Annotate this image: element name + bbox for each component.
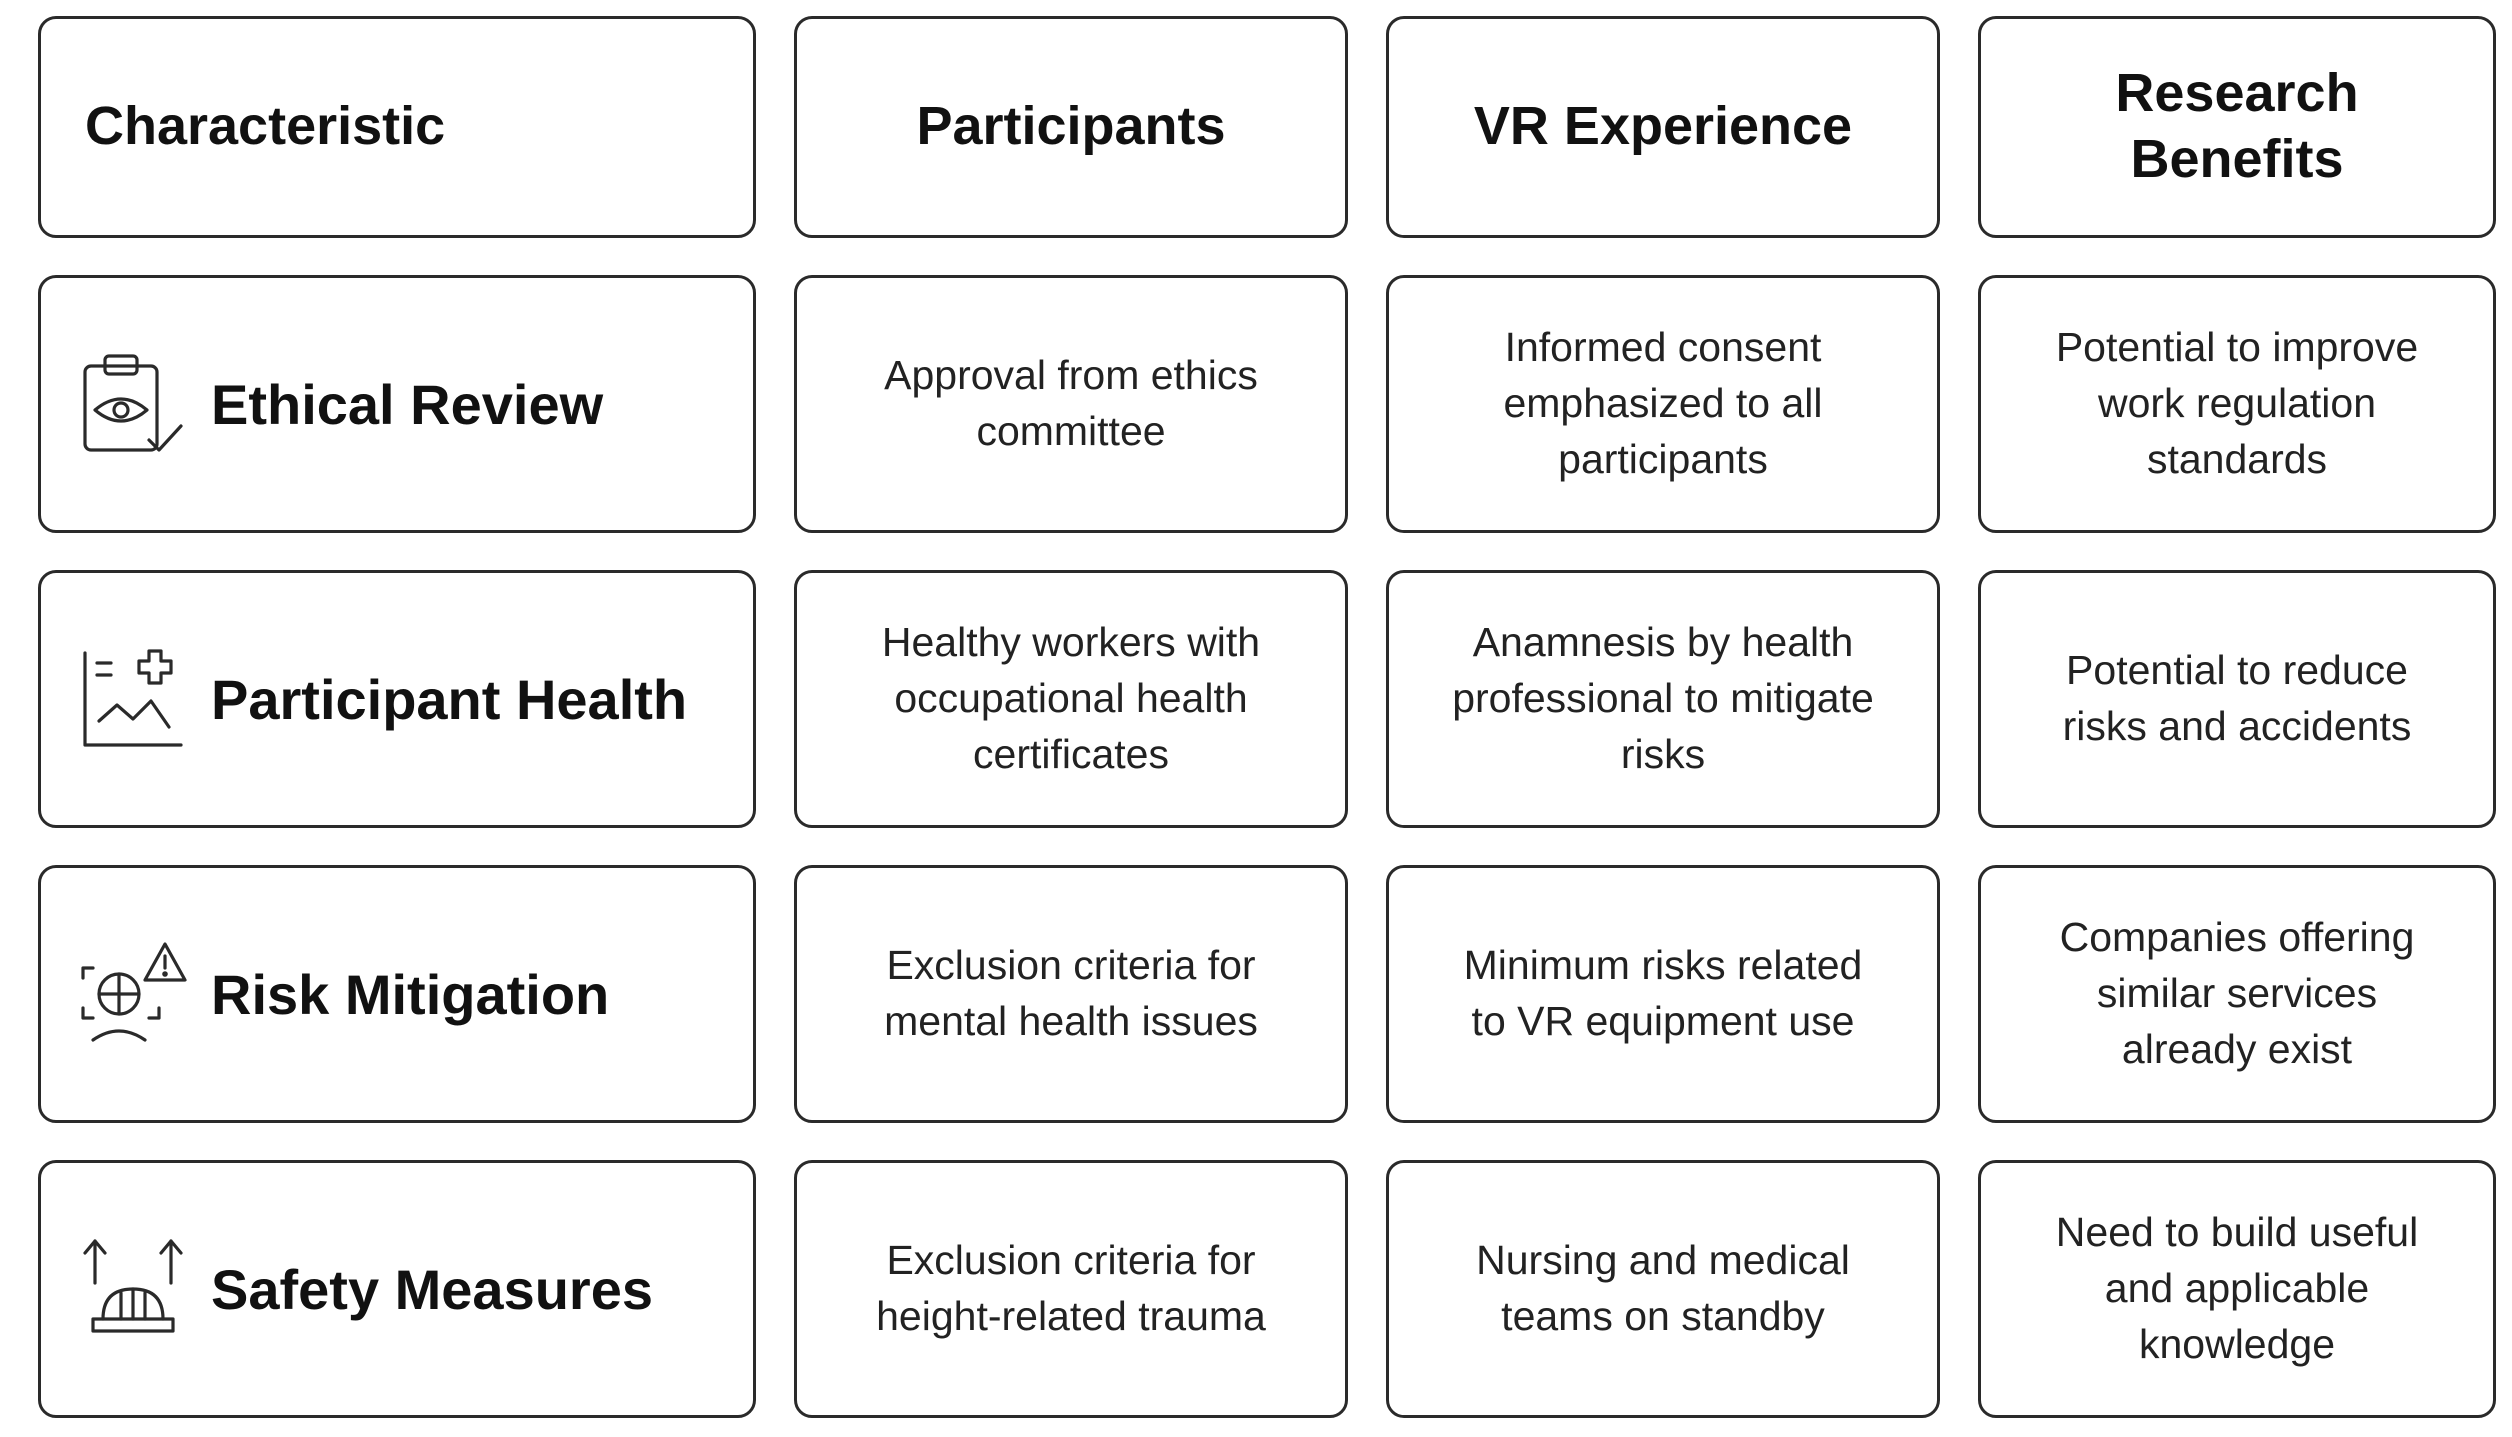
cell-health-participants: Healthy workers with occupational health… — [794, 570, 1348, 828]
cell-health-vr: Anamnesis by health professional to miti… — [1386, 570, 1940, 828]
cell-text: Potential to improve work regulation sta… — [2055, 324, 2419, 482]
cell-safety-benefits: Need to build useful and applicable know… — [1978, 1160, 2496, 1418]
cell-ethical-participants: Approval from ethics committee — [794, 275, 1348, 533]
cell-text: Approval from ethics committee — [884, 352, 1258, 454]
cell-text: Minimum risks related to VR equipment us… — [1463, 942, 1863, 1044]
cell-text: Anamnesis by health professional to miti… — [1452, 619, 1874, 777]
cell-health-benefits: Potential to reduce risks and accidents — [1978, 570, 2496, 828]
cell-text: Exclusion criteria for height-related tr… — [876, 1237, 1266, 1339]
cell-text: Potential to reduce risks and accidents — [2062, 647, 2412, 749]
header-participants: Participants — [794, 16, 1348, 238]
row-head-safety-measures: Safety Measures — [38, 1160, 756, 1418]
header-characteristic: Characteristic — [38, 16, 756, 238]
cell-text: Informed consent emphasized to all parti… — [1503, 324, 1823, 482]
cell-ethical-benefits: Potential to improve work regulation sta… — [1978, 275, 2496, 533]
header-label: Characteristic — [85, 96, 446, 157]
header-research-benefits: Research Benefits — [1978, 16, 2496, 238]
header-label: Participants — [916, 96, 1226, 157]
cell-safety-participants: Exclusion criteria for height-related tr… — [794, 1160, 1348, 1418]
risk-scan-warning-icon — [77, 938, 189, 1050]
hard-hat-arrows-icon — [77, 1233, 189, 1345]
cell-risk-vr: Minimum risks related to VR equipment us… — [1386, 865, 1940, 1123]
cell-text: Healthy workers with occupational health… — [881, 619, 1261, 777]
characteristics-table: Characteristic Participants VR Experienc… — [38, 16, 2498, 1422]
clipboard-eye-icon — [77, 348, 189, 460]
cell-risk-participants: Exclusion criteria for mental health iss… — [794, 865, 1348, 1123]
row-title: Ethical Review — [211, 372, 604, 436]
row-title: Safety Measures — [211, 1257, 654, 1321]
row-title: Participant Health — [211, 667, 688, 731]
cell-text: Companies offering similar services alre… — [2059, 914, 2415, 1072]
row-head-risk-mitigation: Risk Mitigation — [38, 865, 756, 1123]
cell-risk-benefits: Companies offering similar services alre… — [1978, 865, 2496, 1123]
health-chart-icon — [77, 643, 189, 755]
cell-safety-vr: Nursing and medical teams on standby — [1386, 1160, 1940, 1418]
row-head-ethical-review: Ethical Review — [38, 275, 756, 533]
header-vr-experience: VR Experience — [1386, 16, 1940, 238]
cell-text: Need to build useful and applicable know… — [2055, 1209, 2419, 1367]
cell-ethical-vr: Informed consent emphasized to all parti… — [1386, 275, 1940, 533]
row-title: Risk Mitigation — [211, 962, 610, 1026]
row-head-participant-health: Participant Health — [38, 570, 756, 828]
header-label: Research Benefits — [2115, 63, 2359, 189]
cell-text: Exclusion criteria for mental health iss… — [884, 942, 1258, 1044]
header-label: VR Experience — [1473, 96, 1853, 157]
cell-text: Nursing and medical teams on standby — [1476, 1237, 1850, 1339]
